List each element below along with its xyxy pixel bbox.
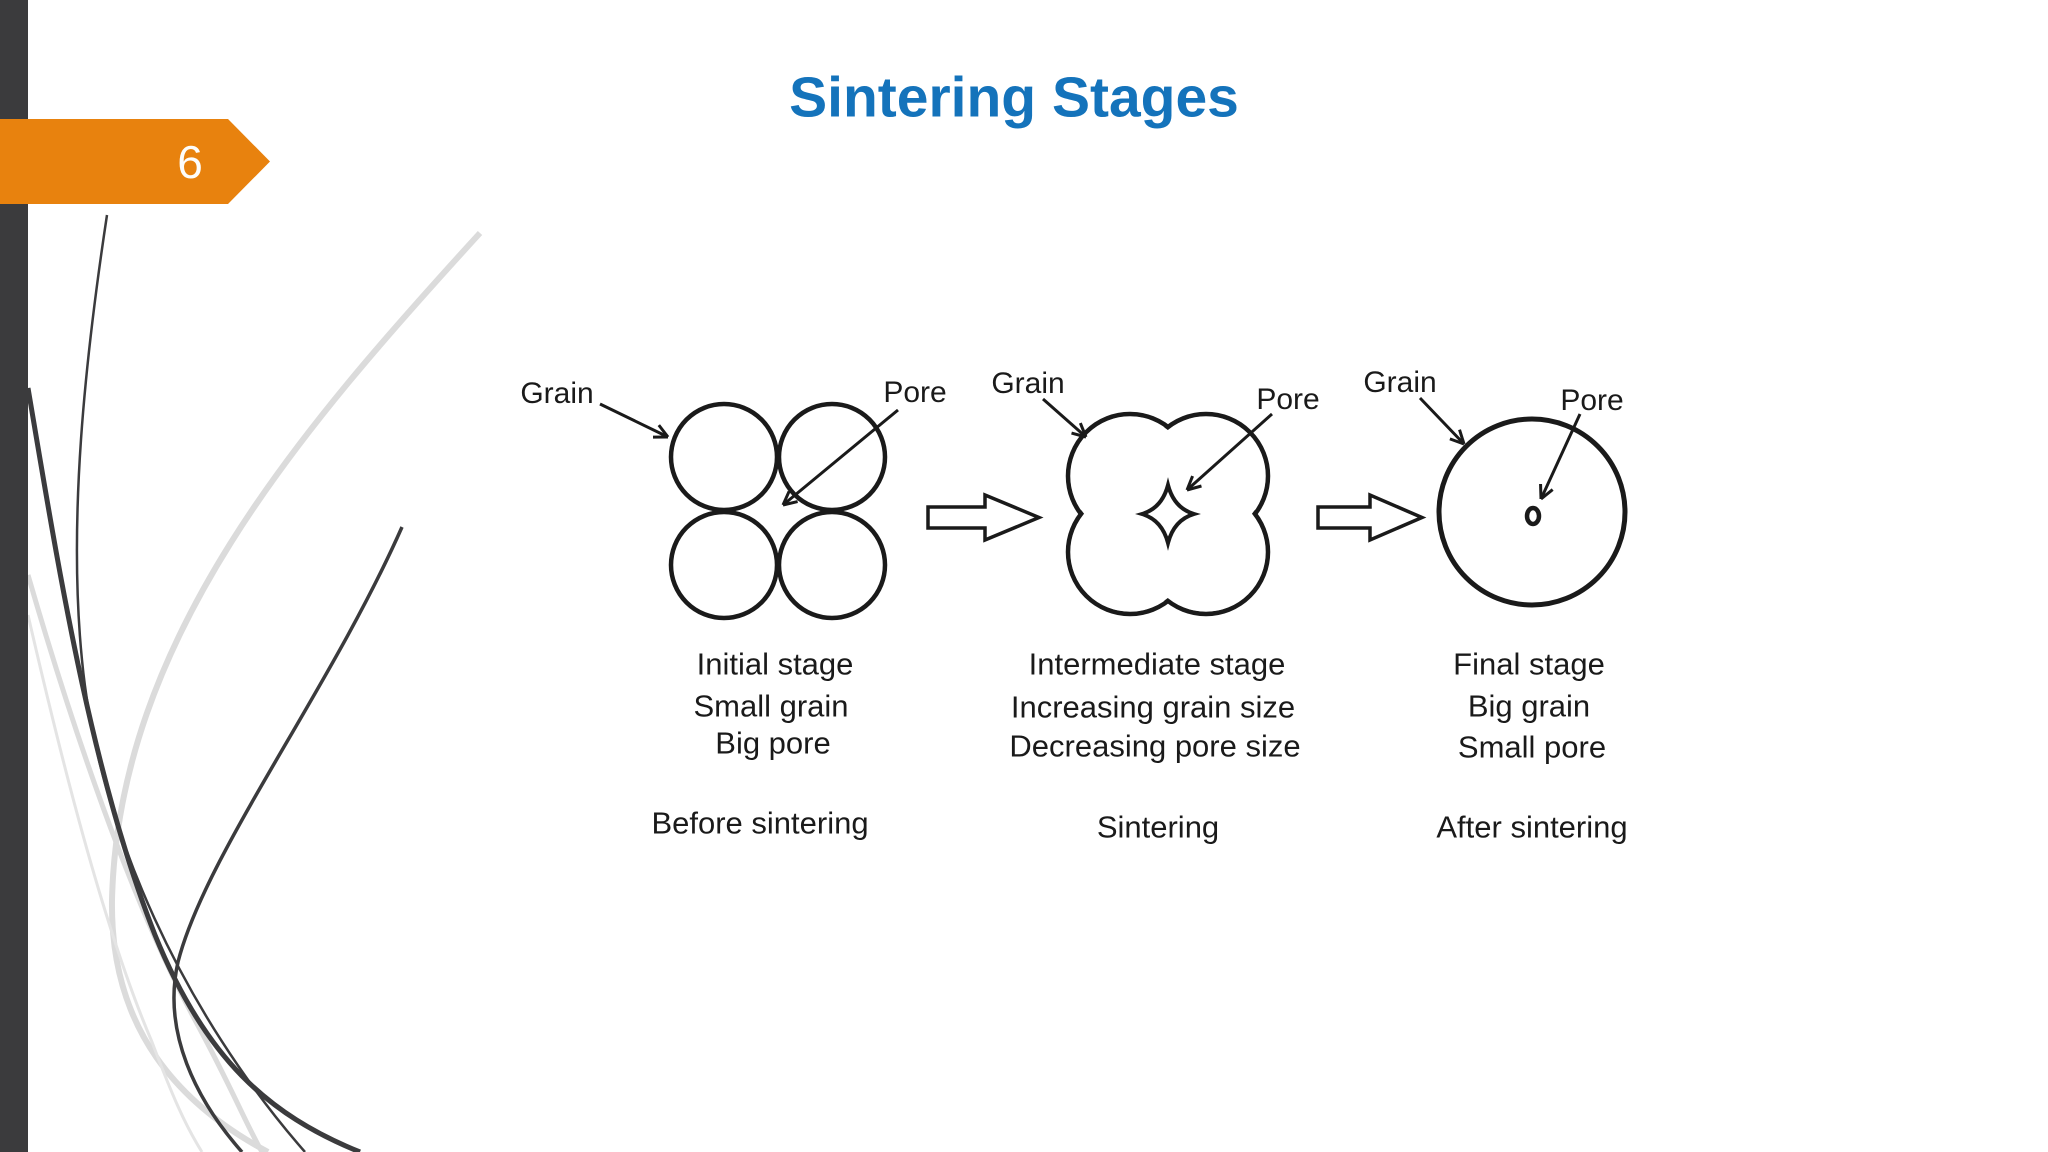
stage-phase-label: After sintering xyxy=(1436,809,1628,845)
pore-annotation-arrow xyxy=(1186,412,1273,492)
arrowhead xyxy=(1185,475,1194,491)
stage-caption: Increasing grain size xyxy=(1010,689,1296,725)
stage-phase-label: Sintering xyxy=(1096,809,1220,845)
stage-caption: Small pore xyxy=(1457,729,1607,765)
arrowhead xyxy=(1540,488,1554,501)
slide-title: Sintering Stages xyxy=(789,65,1239,130)
small-pore-shape xyxy=(1524,505,1542,527)
pore-label: Pore xyxy=(883,376,947,409)
stage-caption: Final stage xyxy=(1453,646,1605,682)
grain-annotation-arrow xyxy=(1042,397,1087,439)
initial-stage-grains-shape xyxy=(668,401,888,621)
stage-caption: Decreasing pore size xyxy=(1009,728,1301,764)
page-number-label: 6 xyxy=(177,136,203,188)
arrowhead xyxy=(781,490,791,506)
grain-label: Grain xyxy=(520,377,594,410)
grain-circle xyxy=(668,401,780,513)
arrowhead xyxy=(1458,429,1466,445)
swoosh-gray-curve xyxy=(26,614,204,1152)
stage-caption: Big grain xyxy=(1467,688,1591,724)
grain-label: Grain xyxy=(991,367,1065,400)
pore-annotation-arrow xyxy=(782,408,899,507)
arrowhead xyxy=(1071,431,1087,439)
arrowhead xyxy=(782,500,798,507)
stage-caption: Initial stage xyxy=(696,646,854,682)
swoosh-gray-curve xyxy=(25,574,265,1152)
annotation-arrows xyxy=(599,396,1582,507)
swoosh-dark-curve xyxy=(172,526,404,1152)
pore-label: Pore xyxy=(1560,384,1624,417)
stage-caption: Small grain xyxy=(693,688,849,724)
page-number-badge xyxy=(0,119,270,204)
grain-annotation-arrow xyxy=(1418,396,1466,446)
grain-label: Grain xyxy=(1363,366,1437,399)
pore-annotation-arrow xyxy=(1539,413,1582,500)
swoosh-dark-curve xyxy=(25,387,361,1152)
star-pore-shape xyxy=(1135,477,1201,551)
flow-arrow-icon xyxy=(1316,492,1427,543)
swoosh-dark-curve xyxy=(75,214,306,1152)
grain-annotation-arrow xyxy=(599,402,669,439)
arrowhead xyxy=(1078,422,1088,438)
arrowhead xyxy=(1186,484,1202,492)
stage-caption: Intermediate stage xyxy=(1028,646,1286,682)
grain-circle xyxy=(668,509,780,621)
flow-arrow-icon xyxy=(926,492,1044,543)
grain-circle xyxy=(776,509,888,621)
arrowhead xyxy=(657,424,670,438)
swoosh-gray-curve xyxy=(108,230,483,1152)
stage-phase-label: Before sintering xyxy=(651,805,869,841)
arrowhead xyxy=(1449,437,1465,446)
pore-label: Pore xyxy=(1256,383,1320,416)
stage-caption: Big pore xyxy=(715,725,831,761)
